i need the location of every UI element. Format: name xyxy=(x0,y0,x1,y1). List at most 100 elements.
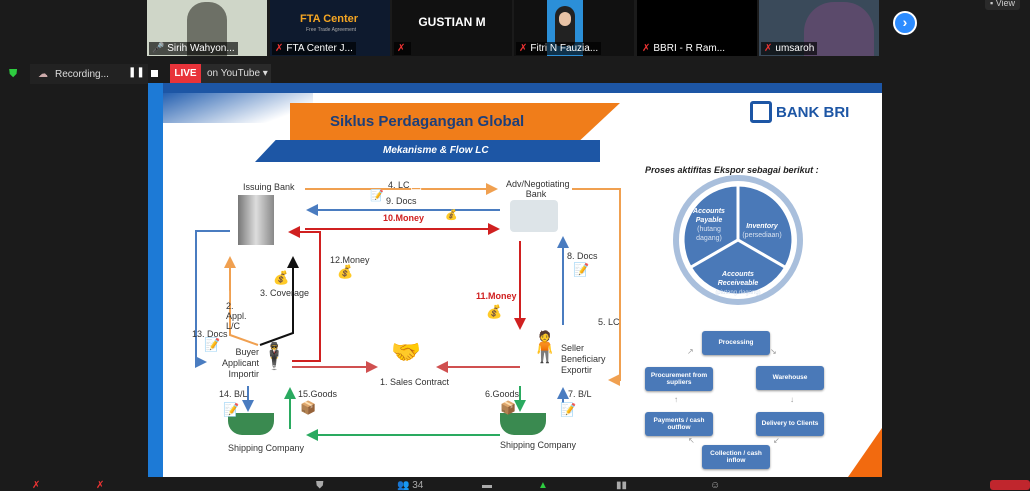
segment-accounts-receivable xyxy=(688,238,788,297)
signed-document-icon: 📝 xyxy=(573,262,590,277)
live-badge: LIVE xyxy=(170,64,201,83)
video-button[interactable]: ✗ xyxy=(96,480,105,491)
mic-icon: 🎤 xyxy=(152,43,165,54)
flow-arrow: ↘ xyxy=(770,347,777,356)
label-6-goods: 6.Goods xyxy=(485,389,520,399)
record-button[interactable]: ▮▮ xyxy=(616,480,628,491)
participant-tile[interactable]: GUSTIAN M ✗ xyxy=(392,0,512,56)
participant-name: 🎤 Sirih Wahyon... xyxy=(149,42,238,55)
reactions-button[interactable]: ☺ xyxy=(710,480,721,491)
participant-name: ✗ xyxy=(394,42,412,55)
signed-document-icon: 📝 xyxy=(223,402,240,417)
cloud-record-icon: ☁ xyxy=(38,68,48,80)
issuing-bank-label: Issuing Bank xyxy=(243,182,295,192)
step-procurement: Procurement from supliers xyxy=(645,367,713,391)
stop-recording-button[interactable] xyxy=(151,70,158,77)
step-warehouse: Warehouse xyxy=(756,366,824,390)
mic-muted-icon: ✗ xyxy=(519,43,528,54)
mute-button[interactable]: ✗ xyxy=(32,480,41,491)
bri-logo-mark xyxy=(750,101,772,123)
label-10-money: 10.Money xyxy=(383,213,425,223)
slide-decoration xyxy=(163,93,313,123)
buyer-person-icon: 🕴 xyxy=(258,341,291,371)
handshake-people-icon: 🤝 xyxy=(391,339,421,366)
label-15-goods: 15.Goods xyxy=(298,389,338,399)
participant-tile[interactable]: ✗BBRI - R Ram... xyxy=(637,0,757,56)
participant-name: ✗Fitri N Fauzia... xyxy=(516,42,602,55)
ship-right-icon xyxy=(500,413,546,435)
document-stack-icon: ▤ xyxy=(410,178,423,193)
participant-name: ✗umsaroh xyxy=(761,42,818,55)
negotiating-bank-building-icon xyxy=(510,200,558,232)
mic-muted-icon: ✗ xyxy=(764,43,773,54)
shipping-company-left-label: Shipping Company xyxy=(228,443,305,453)
mic-muted-icon: ✗ xyxy=(275,43,284,54)
flow-arrow: ↑ xyxy=(674,395,678,404)
arrow-12-money xyxy=(288,226,321,362)
goods-box-icon: 📦 xyxy=(500,400,517,415)
cycle-pie-chart xyxy=(673,175,803,305)
signed-document-icon: 📝 xyxy=(204,337,221,352)
participant-name: ✗FTA Center J... xyxy=(272,42,356,55)
next-page-button[interactable]: › xyxy=(893,11,917,35)
flow-arrow: ↗ xyxy=(687,347,694,356)
chat-button[interactable]: ▬ xyxy=(482,480,492,491)
ship-left-icon xyxy=(228,413,274,435)
money-bag-icon: 💰 xyxy=(337,264,354,279)
security-button[interactable]: ⛊ xyxy=(316,480,324,491)
adv-bank-label: Adv/Negotiating Bank xyxy=(506,179,570,199)
participant-tile[interactable]: ✗Fitri N Fauzia... xyxy=(514,0,634,56)
document-stack-icon: ▤ xyxy=(603,300,616,315)
cycle-accounts-receivable: Accounts Receiveable(piutang dagang) xyxy=(715,271,761,296)
seller-label: Seller Beneficiary Exportir xyxy=(561,343,606,375)
mic-muted-icon: ✗ xyxy=(642,43,651,54)
slide-subtitle: Mekanisme & Flow LC xyxy=(255,140,600,162)
pause-recording-button[interactable]: ❚❚ xyxy=(128,67,145,78)
view-button[interactable]: ▪ View xyxy=(985,0,1021,10)
seller-person-icon: 🧍 xyxy=(526,331,564,364)
shared-slide: Siklus Perdagangan Global Mekanisme & Fl… xyxy=(148,83,882,477)
cycle-inventory: Inventory(persediaan) xyxy=(742,223,782,239)
label-12-money: 12.Money xyxy=(330,255,370,265)
participant-tile[interactable]: FTA Center Free Trade Agreement ✗FTA Cen… xyxy=(270,0,390,56)
buyer-label: Buyer Applicant Importir xyxy=(221,347,259,379)
participant-display-name: GUSTIAN M xyxy=(418,15,486,29)
label-4-lc: 4. LC xyxy=(388,180,410,190)
signed-document-icon: 📝 xyxy=(370,190,384,202)
process-heading: Proses aktifitas Ekspor sebagai berikut … xyxy=(645,165,819,175)
flow-arrow: ↓ xyxy=(790,395,794,404)
arrow-2-appl xyxy=(224,256,259,346)
arrow-3-coverage xyxy=(259,256,299,346)
money-bag-icon: 💰 xyxy=(445,210,458,221)
participant-name: ✗BBRI - R Ram... xyxy=(639,42,729,55)
step-processing: Processing xyxy=(702,331,770,355)
money-bag-icon: 💰 xyxy=(486,304,503,319)
label-11-money: 11.Money xyxy=(476,291,517,301)
participant-tile[interactable]: 🎤 Sirih Wahyon... xyxy=(147,0,267,56)
label-5-lc: 5. LC xyxy=(598,317,620,327)
lc-flow-arrows xyxy=(195,183,621,441)
flow-arrow: ↙ xyxy=(773,436,780,445)
step-delivery: Delivery to Clients xyxy=(756,412,824,436)
step-collection: Collection / cash inflow xyxy=(702,445,770,469)
live-target-dropdown[interactable]: on YouTube ▾ xyxy=(201,64,271,83)
label-2-appl-lc: 2. Appl. L/C xyxy=(226,301,247,331)
bank-bri-logo: BANK BRI xyxy=(750,101,849,123)
label-8-docs: 8. Docs xyxy=(567,251,598,261)
end-meeting-button[interactable] xyxy=(990,480,1030,490)
goods-box-icon: 📦 xyxy=(300,400,317,415)
money-bag-icon: 💰 xyxy=(273,270,290,285)
label-14-bl: 14. B/L xyxy=(219,389,248,399)
participant-tile[interactable]: ✗umsaroh xyxy=(759,0,879,56)
slide-title: Siklus Perdagangan Global xyxy=(290,103,620,140)
arrow-13-docs xyxy=(195,230,230,368)
participants-button[interactable]: 👥 34 xyxy=(397,480,424,491)
slide-top-band xyxy=(148,83,882,93)
label-13-docs: 13. Docs xyxy=(192,329,228,339)
flow-arrow: ↖ xyxy=(688,436,695,445)
share-screen-button[interactable]: ▲ xyxy=(538,480,548,491)
recording-status: Recording... xyxy=(55,68,109,80)
cycle-ring xyxy=(673,175,803,305)
cycle-accounts-payable: Accounts Payable(hutang dagang) xyxy=(693,208,725,242)
arrow-5-lc xyxy=(572,188,621,386)
